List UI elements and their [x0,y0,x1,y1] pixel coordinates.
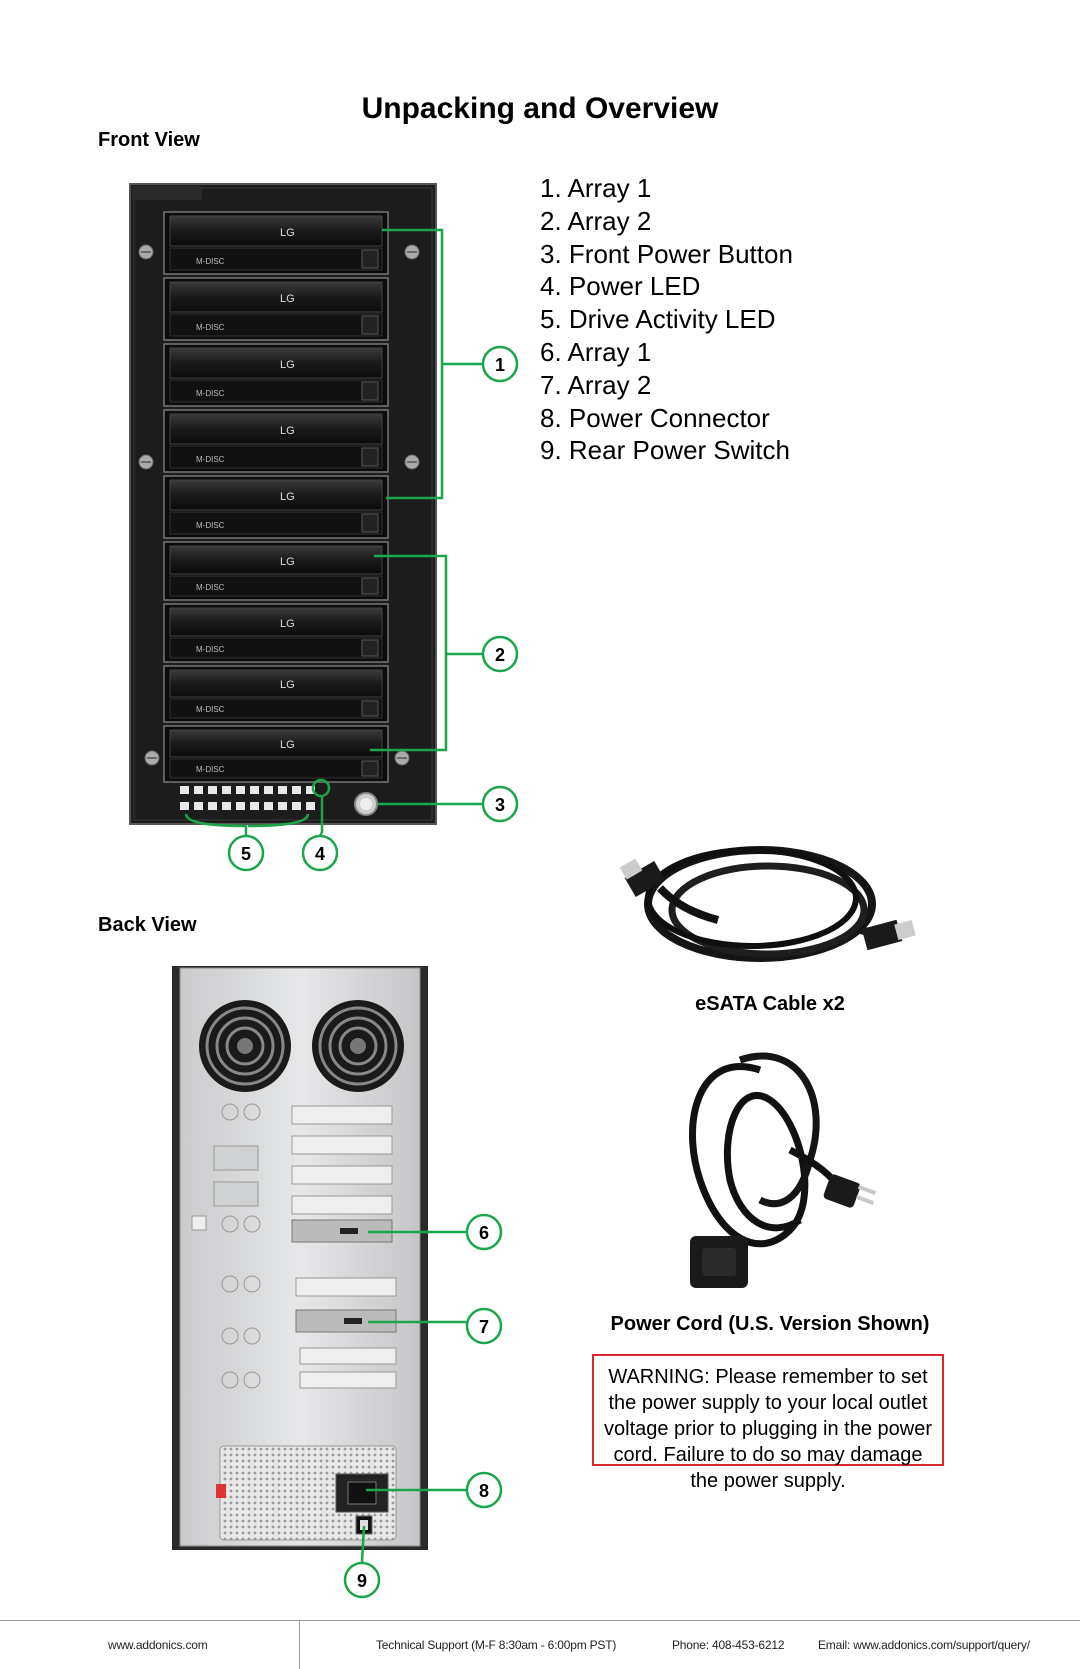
mdisc-logo: M-DISC [196,323,225,332]
legend-item: 3. Front Power Button [540,238,793,269]
legend-item: 7. Array 2 [540,369,652,400]
lg-logo: LG [280,618,295,630]
esata-cable-image [619,846,916,962]
svg-text:2: 2 [495,645,505,665]
drive-bay: LG M-DISC [163,343,389,407]
svg-text:9: 9 [357,1571,367,1591]
mdisc-logo: M-DISC [196,583,225,592]
lg-logo: LG [280,227,295,239]
component-legend: 1. Array 1 2. Array 2 3. Front Power But… [540,172,793,467]
back-chassis [172,966,428,1550]
callout-line-9 [360,1525,366,1563]
lg-logo: LG [280,425,295,437]
callout-5: 5 [227,834,265,872]
drive-bays: LG M-DISC LG M-DISC LG M-DISC LG M-DISC [163,211,389,783]
lg-logo: LG [280,739,295,751]
footer-email: Email: www.addonics.com/support/query/ [818,1638,1030,1652]
lg-logo: LG [280,679,295,691]
mdisc-logo: M-DISC [196,521,225,530]
callout-4: 4 [301,834,339,872]
callout-line-4 [318,796,324,837]
power-cord-image [689,1052,877,1288]
drive-bay: LG M-DISC [163,725,389,783]
svg-text:1: 1 [495,355,505,375]
back-view-label: Back View [98,914,197,936]
mdisc-logo: M-DISC [196,389,225,398]
svg-text:4: 4 [315,844,325,864]
legend-item: 4. Power LED [540,271,701,302]
mdisc-logo: M-DISC [196,455,225,464]
fan-icon [199,1000,291,1092]
svg-text:6: 6 [479,1223,489,1243]
callout-2: 2 [481,635,519,673]
svg-text:5: 5 [241,844,251,864]
fan-icon [312,1000,404,1092]
front-view-label: Front View [98,129,200,151]
callout-7: 7 [465,1307,503,1345]
legend-item: 9. Rear Power Switch [540,435,790,466]
activity-led-rows [180,786,315,810]
page-title: Unpacking and Overview [361,92,719,125]
lg-logo: LG [280,491,295,503]
lg-logo: LG [280,556,295,568]
drive-bay: LG M-DISC [163,277,389,341]
warning-box: WARNING: Please remember to set the powe… [592,1354,944,1492]
mdisc-logo: M-DISC [196,645,225,654]
lg-logo: LG [280,293,295,305]
callout-8: 8 [465,1471,503,1509]
svg-text:3: 3 [495,795,505,815]
mdisc-logo: M-DISC [196,705,225,714]
callout-1: 1 [481,345,519,383]
footer-vertical-divider [299,1621,300,1669]
footer-phone: Phone: 408-453-6212 [672,1638,785,1652]
callout-3: 3 [481,785,519,823]
esata-cable-caption: eSATA Cable x2 [695,993,845,1015]
legend-item: 2. Array 2 [540,205,652,236]
footer-website: www.addonics.com [108,1638,208,1652]
svg-text:8: 8 [479,1481,489,1501]
footer-tech-support: Technical Support (M-F 8:30am - 6:00pm P… [376,1638,617,1652]
power-cord-caption: Power Cord (U.S. Version Shown) [610,1313,930,1335]
drive-bay: LG M-DISC [163,603,389,663]
footer-divider-line [0,1620,1080,1621]
legend-item: 6. Array 1 [540,336,652,367]
mdisc-logo: M-DISC [196,257,225,266]
legend-item: 1. Array 1 [540,173,652,203]
drive-bay: LG M-DISC [163,665,389,723]
callout-9: 9 [343,1561,381,1599]
mdisc-logo: M-DISC [196,765,225,774]
drive-bay: LG M-DISC [163,409,389,473]
drive-bay: LG M-DISC [163,211,389,275]
screw-icon [138,244,420,766]
callout-6: 6 [465,1213,503,1251]
legend-item: 8. Power Connector [540,402,770,433]
svg-text:7: 7 [479,1317,489,1337]
lg-logo: LG [280,359,295,371]
legend-item: 5. Drive Activity LED [540,304,776,335]
drive-bay: LG M-DISC [163,541,389,601]
drive-bay: LG M-DISC [163,475,389,539]
